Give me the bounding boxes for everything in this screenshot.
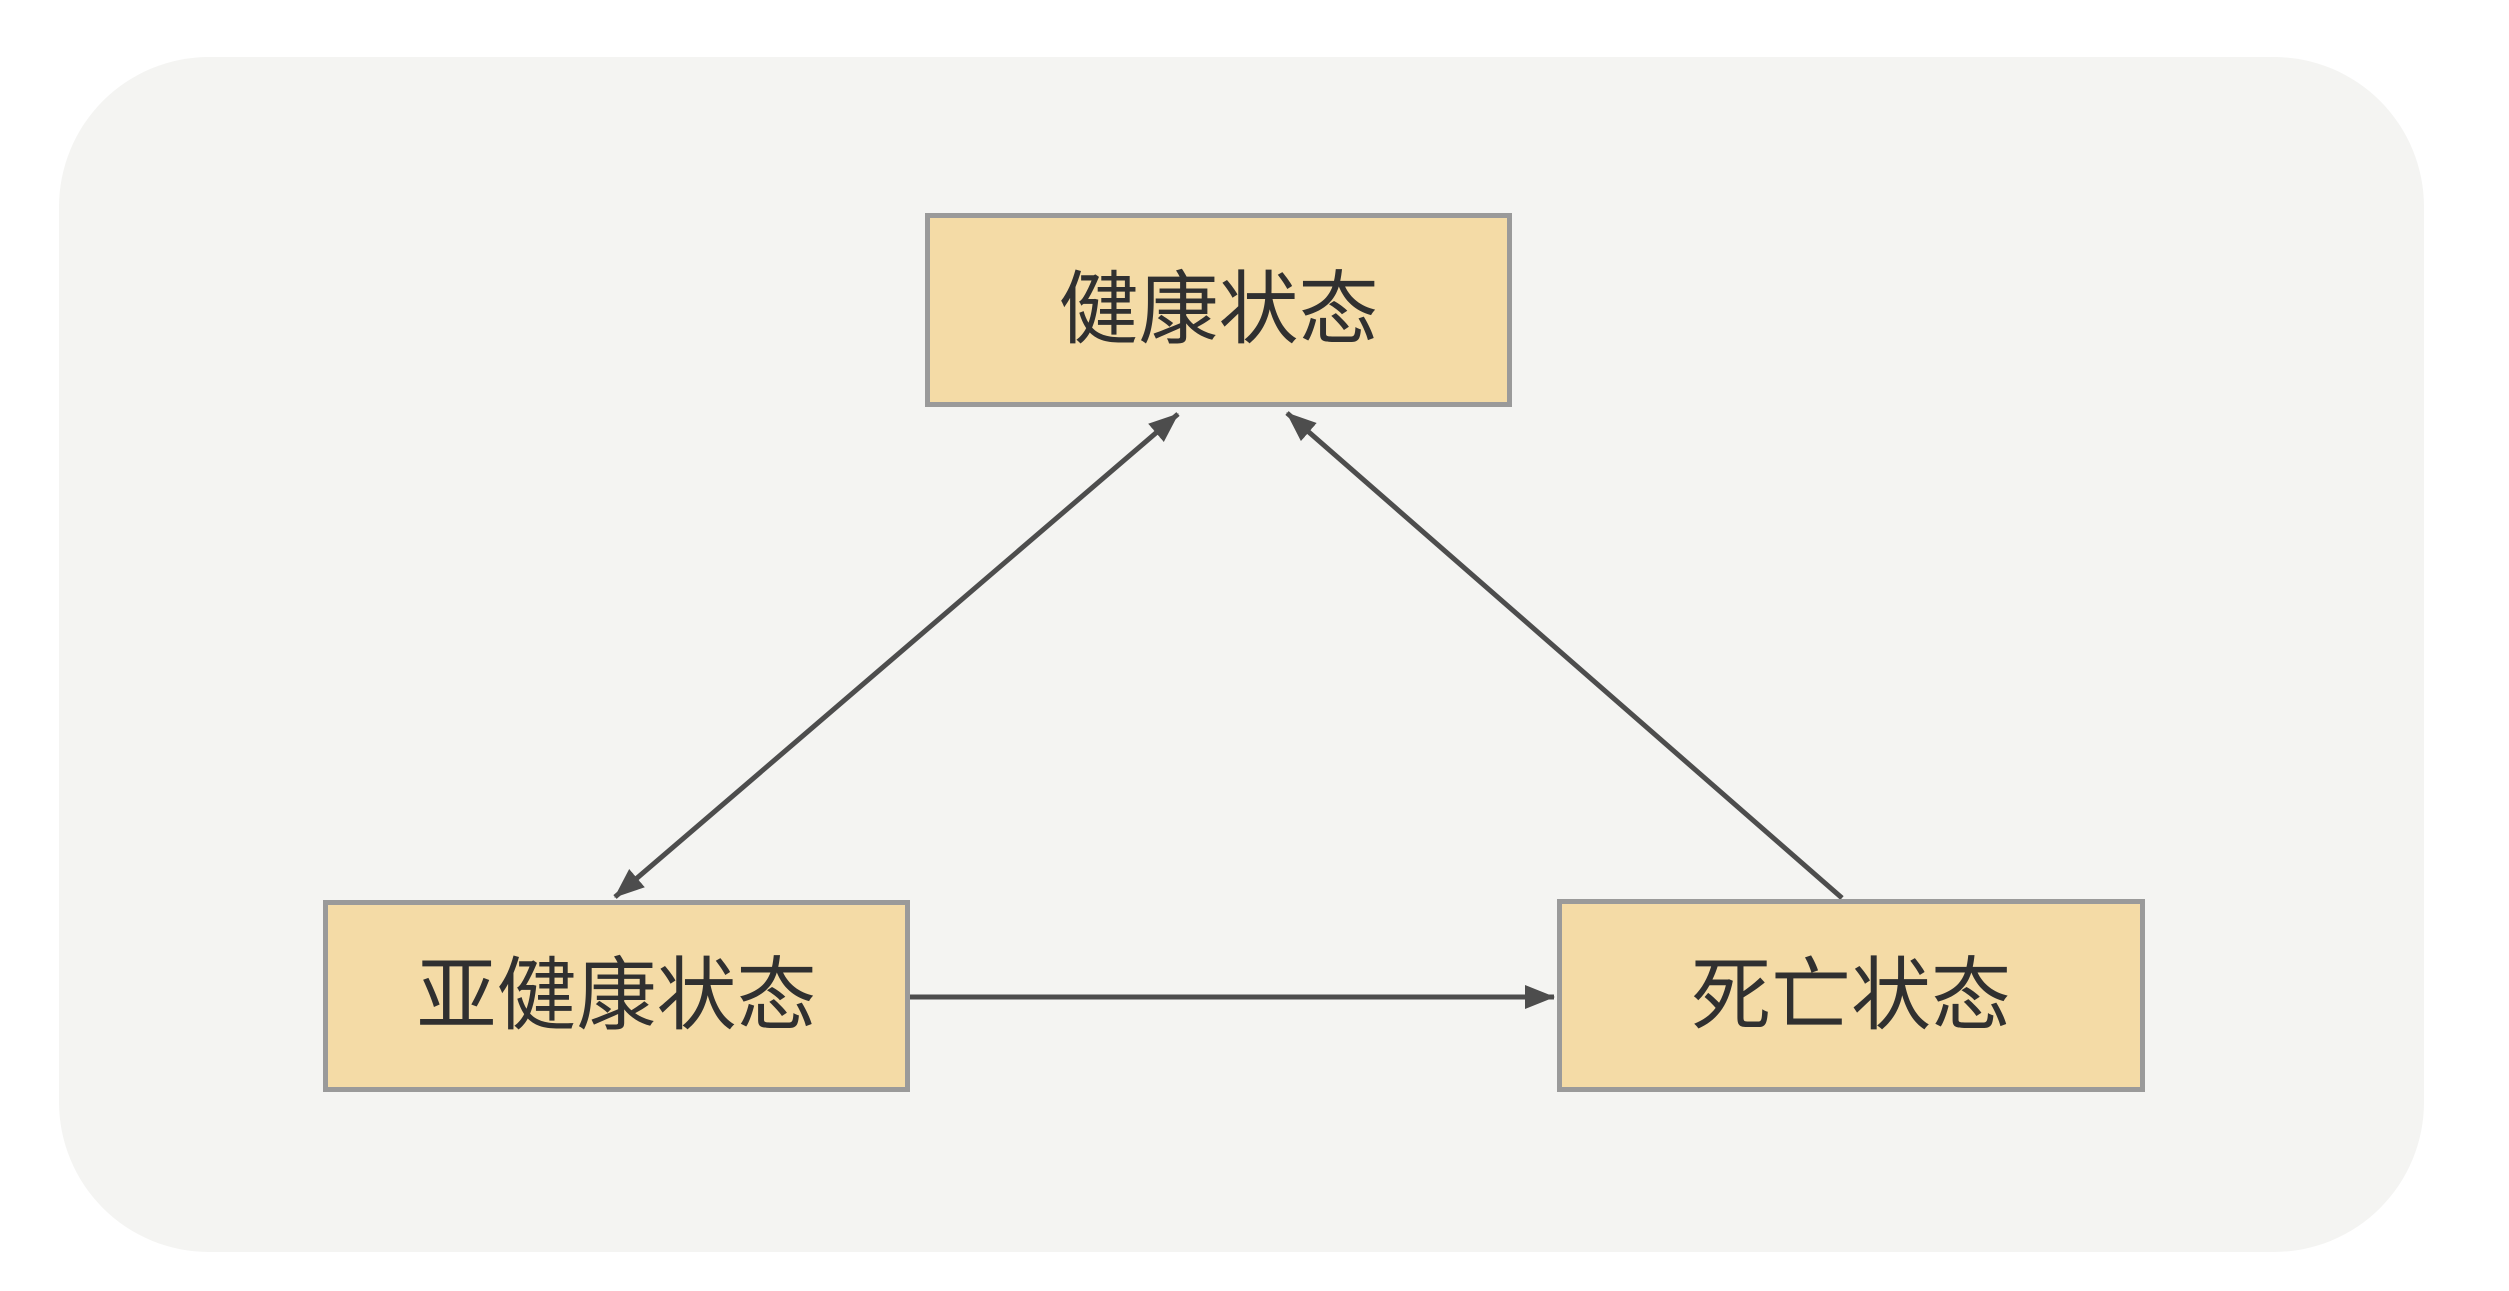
node-subhealthy: 亚健康状态 xyxy=(323,900,910,1092)
node-subhealthy-label: 亚健康状态 xyxy=(416,951,817,1040)
edge-subhealthy-healthy xyxy=(613,412,1180,899)
edge-death-healthy xyxy=(1285,411,1844,900)
node-healthy-label: 健康状态 xyxy=(1058,265,1379,354)
node-healthy: 健康状态 xyxy=(925,213,1512,407)
node-death-label: 死亡状态 xyxy=(1691,950,2011,1040)
node-death: 死亡状态 xyxy=(1557,899,2145,1092)
